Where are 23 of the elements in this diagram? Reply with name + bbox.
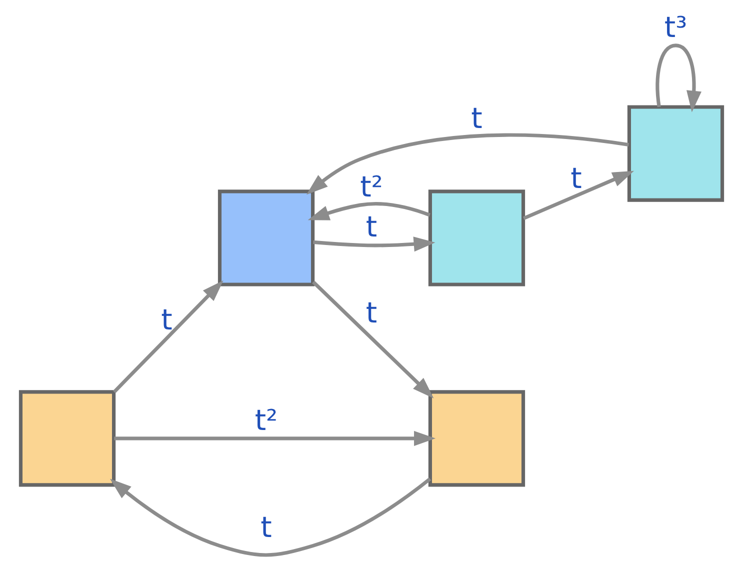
node-box — [627, 105, 724, 202]
edge-label: t — [260, 510, 272, 544]
arrow — [114, 430, 436, 446]
arrow — [656, 44, 702, 112]
arrow — [312, 280, 434, 398]
arrow — [308, 202, 430, 220]
arrow — [306, 133, 629, 195]
arrow — [313, 236, 436, 252]
edge-label: t³ — [664, 10, 688, 44]
edge-label: t — [366, 295, 378, 330]
node-box — [428, 190, 526, 286]
edge-label: t² — [254, 402, 278, 437]
node-box — [428, 390, 526, 487]
edge-label: t — [570, 160, 582, 195]
edge-label: t — [366, 210, 378, 244]
edge-label: t — [161, 302, 172, 337]
arrow — [112, 280, 224, 394]
arrow — [522, 170, 634, 220]
arrow — [110, 478, 432, 557]
edge-label: t² — [360, 169, 383, 204]
node-box — [218, 190, 315, 286]
node-box — [18, 390, 116, 487]
edge-label: t — [471, 100, 482, 135]
